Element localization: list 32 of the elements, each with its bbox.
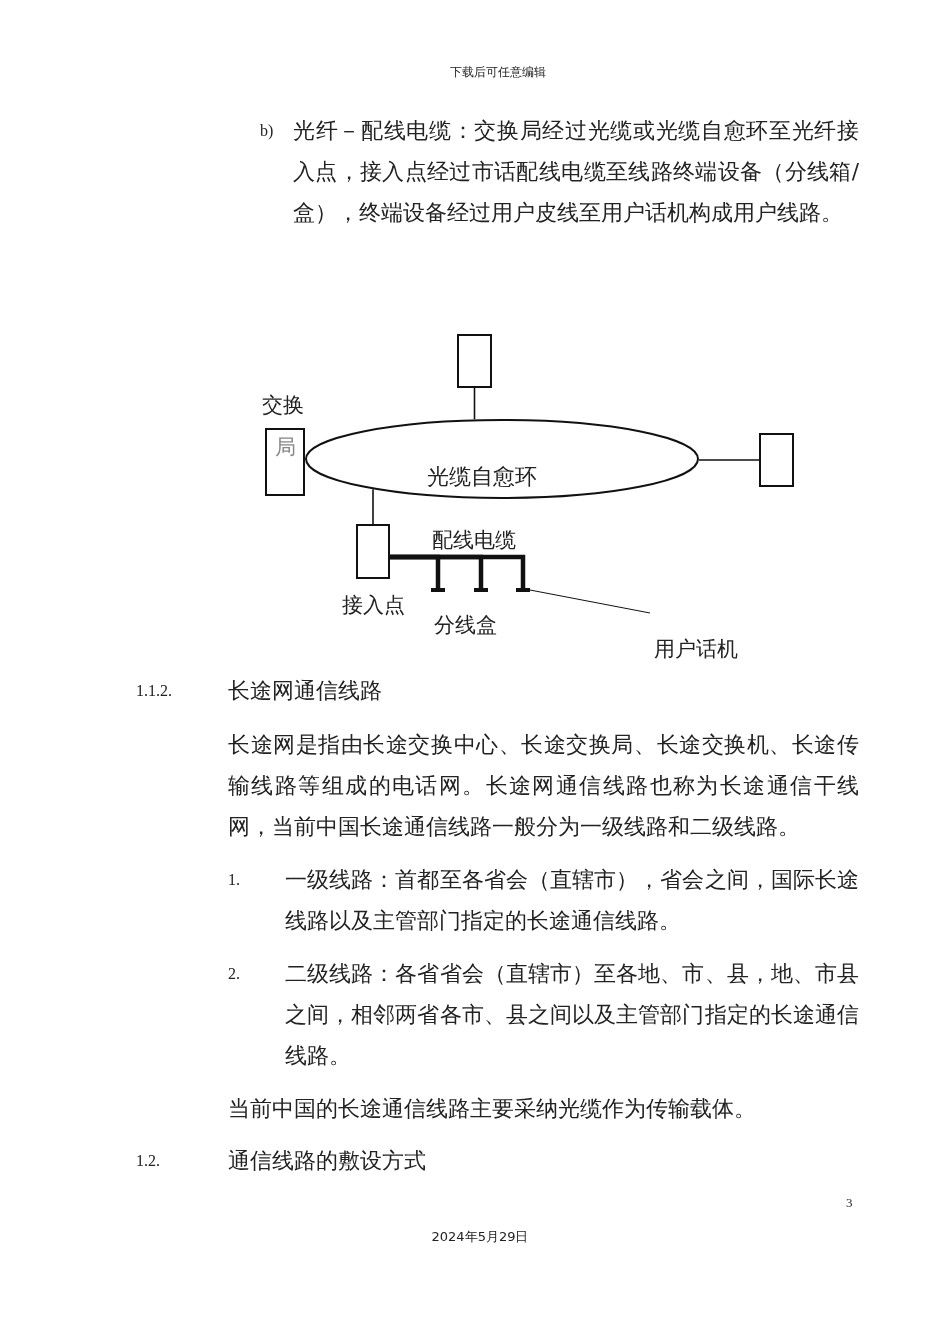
connector-line (698, 459, 760, 461)
paragraph: 光纤－配线电缆：交换局经过光缆或光缆自愈环至光纤接入点，接入点经过市话配线电缆至线路终端设备（分线箱/盒），终端设备经过用户皮线至用户话机构成用户线路。 (293, 117, 859, 227)
paragraph: 一级线路：首都至各省会（直辖市），省会之间，国际长途线路以及主管部门指定的长途通信线路。 (285, 866, 859, 935)
page-footer-date: 2024年5月29日 (430, 1228, 530, 1246)
exchange-box: 局 (265, 428, 305, 496)
section-number: 1.2. (136, 1151, 161, 1171)
empty-box (457, 334, 492, 388)
paragraph: 二级线路：各省省会（直辖市）至各地、市、县，地、市县之间，相邻两省各市、县之间以及主管部门指定的长途通信线路。 (285, 960, 859, 1070)
section-heading: 通信线路的敷设方式 (228, 1147, 427, 1175)
box-heading: 交换 (262, 392, 304, 418)
tap-bar (516, 588, 530, 592)
paragraph: 长途网是指由长途交换中心、长途交换局、长途交换机、长途传输线路等组成的电话网。长途网通信线路也称为长途通信干线网，当前中国长途通信线路一般分为一级线路和二级线路。 (228, 731, 859, 841)
connector-line (372, 488, 374, 525)
section-number: 1.1.2. (136, 681, 173, 701)
phone-label: 用户话机 (654, 636, 738, 662)
list-number: 2. (228, 964, 241, 984)
diagram-label: 分线盒 (434, 613, 498, 637)
connector-line (473, 387, 476, 421)
list-number: 1. (228, 870, 241, 890)
box-label: 接入点 (342, 592, 405, 618)
tap-bar (431, 588, 445, 592)
cable-line (390, 554, 526, 588)
edge-label: 配线电缆 (432, 528, 516, 552)
paragraph: 当前中国的长途通信线路主要采纳光缆作为传输载体。 (228, 1095, 757, 1123)
list-marker: b) (260, 121, 275, 142)
page-number: 3 (846, 1194, 854, 1212)
section-heading: 长途网通信线路 (228, 677, 383, 705)
tap-bar (474, 588, 488, 592)
empty-box (759, 433, 794, 487)
ring-label: 光缆自愈环 (427, 464, 537, 490)
page-header: 下载后可任意编辑 (448, 64, 547, 81)
leader-line (529, 589, 651, 614)
